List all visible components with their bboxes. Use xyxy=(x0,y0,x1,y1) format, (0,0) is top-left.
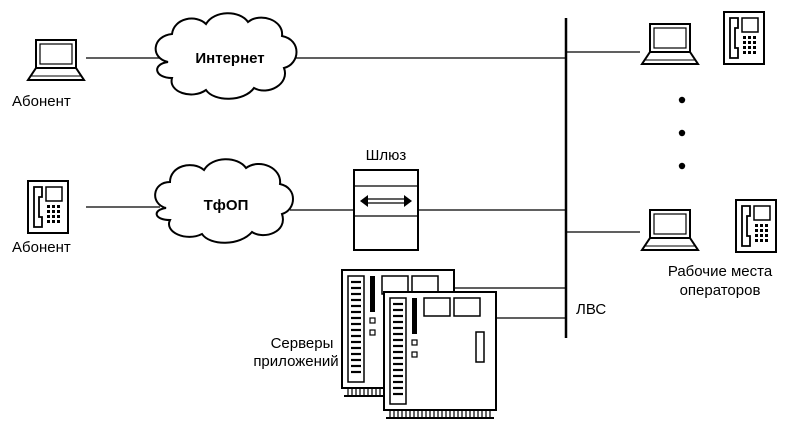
subscriber-bottom-phone-icon xyxy=(28,181,68,233)
servers-label-line2: приложений xyxy=(253,353,338,370)
operator-bottom-phone-icon xyxy=(736,200,776,252)
pstn-label: ТфОП xyxy=(204,197,249,214)
operator-top-laptop-icon xyxy=(642,24,698,64)
operator-top-phone-icon xyxy=(724,12,764,64)
server-front-icon xyxy=(384,292,496,418)
gateway-icon xyxy=(354,170,418,250)
servers-label-line1: Серверы xyxy=(271,335,334,352)
operator-bottom-laptop-icon xyxy=(642,210,698,250)
operators-label-line2: операторов xyxy=(680,282,761,299)
subscriber-top-laptop-icon xyxy=(28,40,84,80)
internet-label: Интернет xyxy=(195,50,264,67)
ellipsis-dots xyxy=(679,97,685,169)
subscriber-bottom-label: Абонент xyxy=(12,239,71,256)
subscriber-top-label: Абонент xyxy=(12,93,71,110)
gateway-label: Шлюз xyxy=(366,147,407,164)
operators-label-line1: Рабочие места xyxy=(668,263,773,280)
lan-label: ЛВС xyxy=(576,301,606,318)
